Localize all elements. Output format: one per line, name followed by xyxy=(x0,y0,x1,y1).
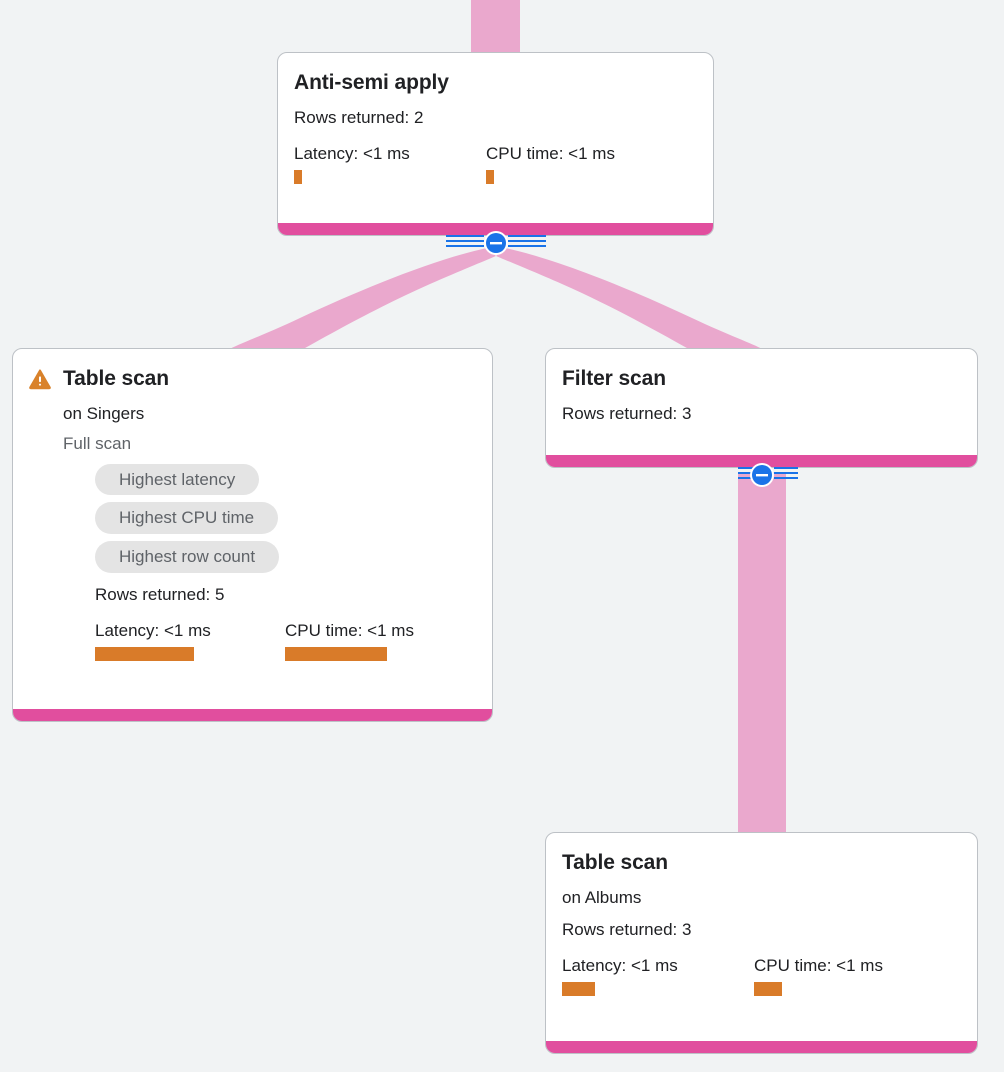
metric-latency-bar xyxy=(95,647,194,662)
minus-circle-icon[interactable] xyxy=(750,463,774,487)
node-accent-bar xyxy=(13,709,492,721)
toggle-rails xyxy=(446,235,546,247)
metrics-row: Latency: <1 ms CPU time: <1 ms xyxy=(294,143,697,185)
node-title-row: Filter scan xyxy=(562,367,961,390)
collapse-toggle-filter-scan[interactable] xyxy=(712,463,812,487)
node-title: Table scan xyxy=(562,851,668,874)
metric-latency-bar xyxy=(294,170,302,185)
chip-highest-latency: Highest latency xyxy=(95,463,260,496)
node-accent-bar xyxy=(546,1041,977,1053)
node-anti-semi-apply[interactable]: Anti-semi apply Rows returned: 2 Latency… xyxy=(277,52,714,236)
edge-antisemi-to-filterscan xyxy=(496,248,764,352)
node-title-row: Anti-semi apply xyxy=(294,71,697,94)
metric-latency-label: Latency: <1 ms xyxy=(562,955,678,975)
node-accent-bar xyxy=(278,223,713,235)
toggle-rails xyxy=(738,467,798,479)
warning-triangle-icon xyxy=(29,369,51,389)
metric-cpu-time-label: CPU time: <1 ms xyxy=(486,143,615,163)
node-body: Anti-semi apply Rows returned: 2 Latency… xyxy=(278,53,713,235)
edge-filterscan-to-tablescan-albums xyxy=(738,472,786,840)
node-title: Filter scan xyxy=(562,367,666,390)
node-body: Filter scan Rows returned: 3 xyxy=(546,349,977,467)
node-table-scan-albums[interactable]: Table scan on Albums Rows returned: 3 La… xyxy=(545,832,978,1054)
node-scan-type: Full scan xyxy=(63,433,132,453)
node-title: Anti-semi apply xyxy=(294,71,449,94)
metric-latency-label: Latency: <1 ms xyxy=(95,620,211,640)
metric-latency: Latency: <1 ms xyxy=(95,620,285,662)
node-title: Table scan xyxy=(63,367,169,390)
metric-latency: Latency: <1 ms xyxy=(294,143,486,185)
metrics-row: Latency: <1 ms CPU time: <1 ms xyxy=(562,956,961,996)
metric-latency-bar xyxy=(562,981,595,996)
metric-cpu-time-bar xyxy=(285,647,387,662)
node-on-table: on Singers xyxy=(63,404,145,424)
metric-cpu-time-bar xyxy=(754,981,782,996)
node-table-scan-singers[interactable]: Table scan on Singers Full scan Highest … xyxy=(12,348,493,722)
edge-incoming-top xyxy=(471,0,520,52)
chip-highest-row-count: Highest row count xyxy=(95,541,280,573)
rows-returned: Rows returned: 2 xyxy=(294,108,424,128)
edge-antisemi-to-tablescan-singers xyxy=(228,248,496,352)
rows-returned: Rows returned: 3 xyxy=(562,919,692,939)
node-title-row: Table scan xyxy=(562,851,961,874)
chip-highest-cpu-time: Highest CPU time xyxy=(95,502,279,535)
collapse-toggle-anti-semi-apply[interactable] xyxy=(446,231,546,255)
metric-cpu-time: CPU time: <1 ms xyxy=(754,956,883,996)
node-filter-scan[interactable]: Filter scan Rows returned: 3 xyxy=(545,348,978,468)
metric-cpu-time-label: CPU time: <1 ms xyxy=(285,620,414,640)
node-title-row: Table scan xyxy=(29,367,476,390)
metric-cpu-time-bar xyxy=(486,170,494,185)
rows-returned: Rows returned: 5 xyxy=(95,584,225,604)
node-body: Table scan on Singers Full scan Highest … xyxy=(13,349,492,721)
node-body: Table scan on Albums Rows returned: 3 La… xyxy=(546,833,977,1053)
metrics-row: Latency: <1 ms CPU time: <1 ms xyxy=(95,620,476,662)
metric-latency: Latency: <1 ms xyxy=(562,956,754,996)
node-chips: Highest latency Highest CPU time Highest… xyxy=(95,463,476,573)
metric-cpu-time: CPU time: <1 ms xyxy=(486,143,615,185)
metric-latency-label: Latency: <1 ms xyxy=(294,143,410,163)
node-accent-bar xyxy=(546,455,977,467)
node-on-table: on Albums xyxy=(562,888,642,908)
metric-cpu-time-label: CPU time: <1 ms xyxy=(754,955,883,975)
rows-returned: Rows returned: 3 xyxy=(562,404,692,424)
metric-cpu-time: CPU time: <1 ms xyxy=(285,620,414,662)
minus-circle-icon[interactable] xyxy=(484,231,508,255)
